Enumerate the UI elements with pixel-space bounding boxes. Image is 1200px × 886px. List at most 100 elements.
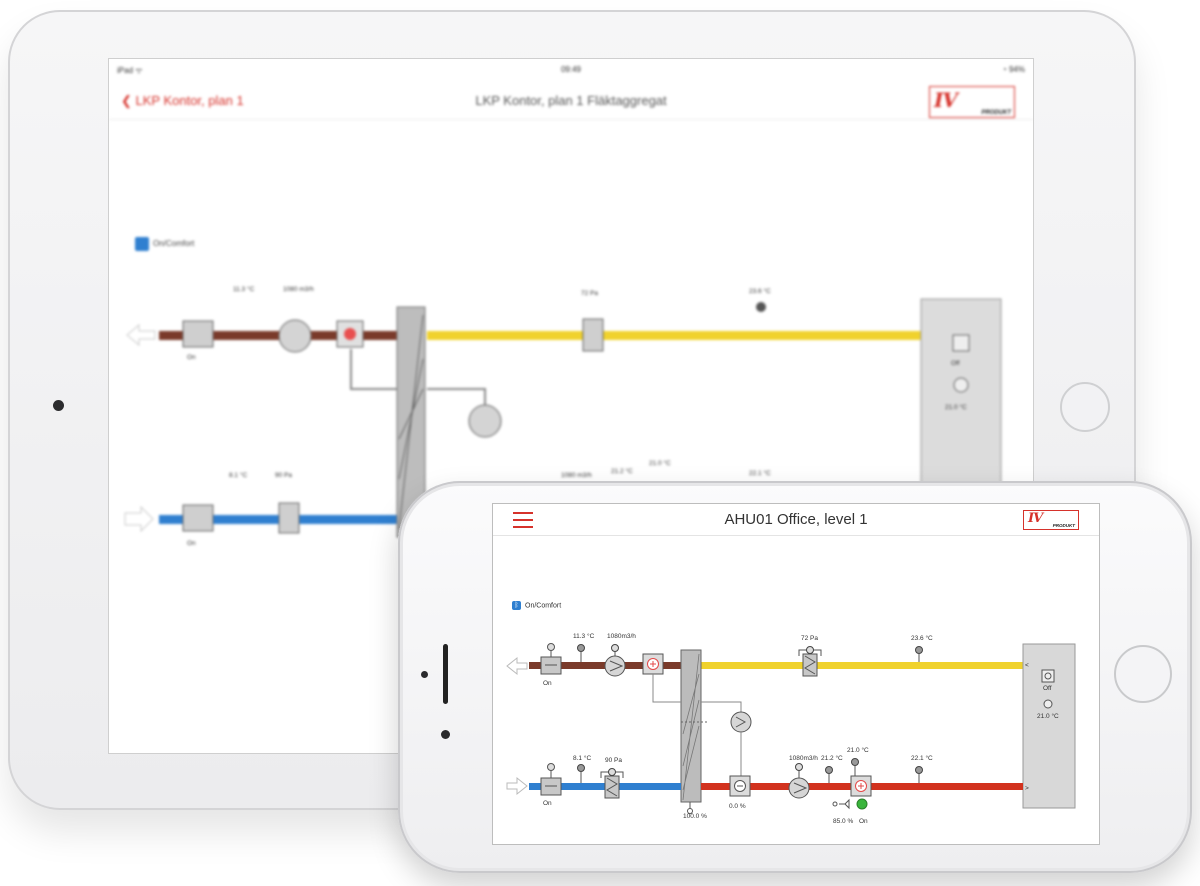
ipad-label-exhaust-temp: 11.3 °C (233, 285, 255, 293)
ipad-label-supply-temp-2: 21.0 °C (649, 459, 671, 467)
ipad-status-time: 09:49 (560, 65, 582, 74)
label-room-setpoint: 21.0 °C (1037, 712, 1059, 720)
heat-recovery-pump-icon[interactable] (730, 711, 752, 733)
ipad-extract-filter (582, 318, 604, 352)
iphone-home-button[interactable] (1114, 645, 1172, 703)
ipad-status-battery: ◔ 94% (1001, 65, 1025, 74)
heater-plus-glyph (650, 661, 656, 667)
exhaust-flow-sensor-icon[interactable] (611, 644, 619, 652)
room-extract-arrow-icon: < (1025, 662, 1029, 669)
supply-temp-1-sensor-icon[interactable] (825, 766, 833, 774)
iphone-camera (421, 671, 428, 678)
label-exhaust-damper-state: On (543, 680, 552, 687)
ipad-supply-filter (278, 502, 300, 534)
ipad-label-exhaust-damper-state: On (187, 354, 196, 361)
label-cooler-output: 0.0 % (729, 803, 746, 810)
room-clock-icon[interactable] (1043, 699, 1053, 709)
ipad-heat-exchanger-hatch (398, 314, 424, 530)
valve-icon[interactable] (839, 798, 850, 810)
ipad-extract-temp-sensor (756, 302, 766, 312)
mode-label: On/Comfort (525, 602, 562, 610)
logo-mark: IV (1028, 511, 1043, 526)
supply-temp-2-sensor-icon[interactable] (851, 758, 859, 766)
exhaust-temp-sensor-icon[interactable] (577, 644, 585, 652)
ipad-label-extract-pressure: 72 Pa (581, 290, 598, 297)
ipad-label-room-setpoint: 21.0 °C (945, 403, 967, 411)
label-intake-damper-state: On (543, 800, 552, 807)
ipad-exhaust-damper (182, 320, 214, 348)
extract-filter-zigzag (804, 655, 816, 675)
ahu-diagram: On 11.3 °C 1080m3/h 100.0 % 72 Pa (506, 632, 1076, 825)
ipad-label-filter-pressure: 90 Pa (275, 472, 292, 479)
intake-damper-actuator-icon (547, 763, 555, 771)
outdoor-temp-sensor-icon[interactable] (577, 764, 585, 772)
label-supply-temp-2: 21.0 °C (847, 746, 869, 754)
room-power-icon[interactable] (1041, 669, 1055, 683)
supply-filter-pressure-sensor-icon[interactable] (608, 768, 616, 776)
ipad-page-title: LKP Kontor, plan 1 Fläktaggregat (475, 93, 667, 108)
iphone-speaker (443, 644, 448, 704)
ipad-label-room-state: Off (951, 360, 960, 367)
supply-temp-3-sensor-icon[interactable] (915, 766, 923, 774)
ipad-back-label: LKP Kontor, plan 1 (135, 93, 244, 108)
label-supply-flow: 1080m3/h (789, 755, 818, 762)
ipad-mode-indicator[interactable]: On/Comfort (135, 237, 194, 251)
room-unit[interactable] (1022, 643, 1076, 809)
label-room-state: Off (1043, 685, 1052, 692)
label-outdoor-temp: 8.1 °C (573, 754, 591, 762)
extract-temp-sensor-icon[interactable] (915, 646, 923, 654)
ipad-logo-word: PRODUKT (981, 110, 1011, 116)
ipad-nav-bar: ❮ LKP Kontor, plan 1 LKP Kontor, plan 1 … (109, 83, 1033, 120)
label-valve-output: 85.0 % (833, 818, 853, 825)
exhaust-fan-blade (609, 660, 624, 672)
exhaust-outlet-arrow-icon (506, 656, 528, 676)
label-exhaust-temp: 11.3 °C (573, 632, 595, 640)
ipad-back-button[interactable]: ❮ LKP Kontor, plan 1 (121, 93, 244, 108)
ipad-intake-damper (182, 504, 214, 532)
ipad-label-extract-temp: 23.6 °C (749, 287, 771, 295)
ipad-exhaust-arrow-icon (126, 323, 156, 347)
ipad-label-intake-damper-state: On (187, 540, 196, 547)
reheater-plus-glyph (858, 783, 864, 789)
label-hx-bypass: 100.0 % (683, 813, 707, 820)
ipad-room-power-icon (952, 334, 970, 352)
logo-word: PRODUKT (1052, 523, 1075, 528)
label-supply-temp-1: 21.2 °C (821, 754, 843, 762)
ipad-label-supply-flow: 1080 m3/h (561, 472, 592, 479)
ipad-extract-duct (427, 331, 927, 340)
ipad-camera (53, 400, 64, 411)
ipad-exhaust-heater (336, 320, 364, 348)
hx-bypass-indicator-icon (687, 808, 693, 814)
intake-arrow-icon (506, 776, 528, 796)
heat-exchanger-hatch (682, 653, 700, 801)
ipad-pump-icon (468, 404, 502, 438)
ipad-intake-arrow-icon (124, 505, 154, 533)
ipad-room-clock-icon (953, 377, 969, 393)
supply-filter-zigzag (606, 777, 618, 797)
ipad-heater-indicator-icon (344, 328, 356, 340)
valve-actuator-icon (832, 801, 838, 807)
extract-duct (701, 662, 1023, 669)
label-extract-pressure: 72 Pa (801, 635, 818, 642)
ipad-home-button[interactable] (1060, 382, 1110, 432)
reheater-pump-icon[interactable] (856, 798, 868, 810)
ipad-label-outdoor-temp: 8.1 °C (229, 471, 247, 479)
label-pump-state: On (859, 818, 868, 825)
label-exhaust-flow: 1080m3/h (607, 633, 636, 640)
heat-recovery-control-line (652, 674, 742, 712)
page-title: AHU01 Office, level 1 (724, 511, 868, 528)
ipad-mode-label: On/Comfort (153, 239, 195, 249)
room-supply-arrow-icon: > (1025, 785, 1029, 792)
supply-flow-sensor-icon[interactable] (795, 763, 803, 771)
exhaust-damper-actuator-icon (547, 643, 555, 651)
ipad-logo: IV PRODUKT (929, 86, 1015, 118)
ipad-mode-icon (135, 237, 149, 251)
extract-pressure-sensor-icon[interactable] (806, 646, 814, 654)
ipad-logo-mark: IV (934, 88, 958, 112)
hamburger-menu-icon[interactable] (513, 512, 533, 528)
label-supply-temp-3: 22.1 °C (911, 754, 933, 762)
pump-blade (735, 716, 747, 728)
label-extract-temp: 23.6 °C (911, 634, 933, 642)
